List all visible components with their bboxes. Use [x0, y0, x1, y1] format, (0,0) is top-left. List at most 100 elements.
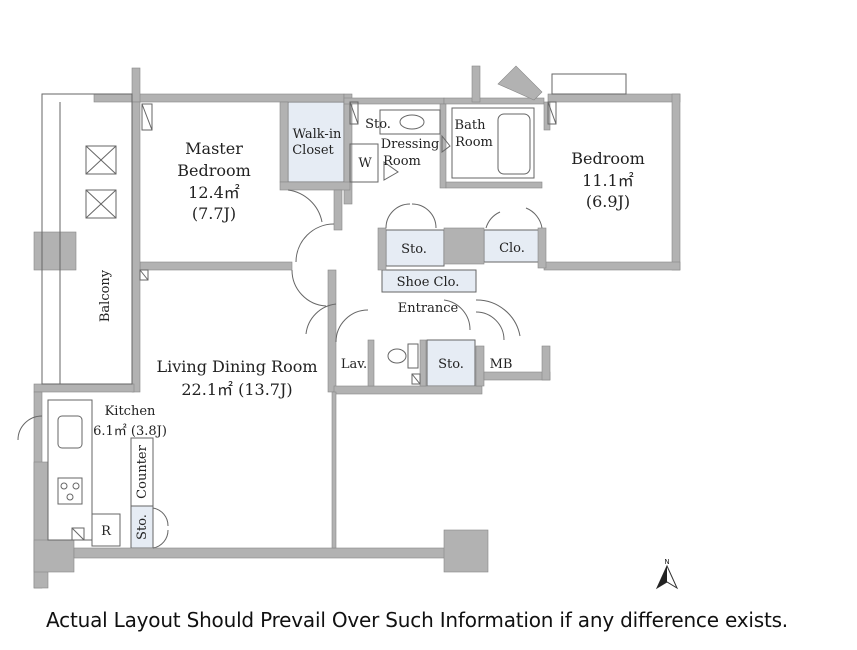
door-swing	[485, 211, 501, 229]
door-swing	[525, 207, 543, 229]
washbasin	[399, 114, 425, 130]
shaft-x	[139, 269, 149, 281]
walls	[33, 65, 681, 589]
counter-label: Counter	[135, 444, 150, 498]
shaft-x-line	[141, 103, 153, 131]
toilet-tank	[407, 343, 419, 369]
shaft-x-line	[139, 269, 149, 281]
wall	[541, 345, 551, 381]
ac-unit-line	[85, 189, 117, 219]
door-swing	[291, 269, 327, 307]
door-swing	[287, 189, 323, 223]
bedroom-label: Bedroom	[571, 149, 645, 168]
bedroom-tatami: (6.9J)	[586, 192, 630, 211]
balcony-outline	[41, 93, 133, 385]
burner	[66, 493, 74, 501]
washer-label: W	[358, 156, 372, 171]
door-swing	[475, 311, 505, 341]
disclaimer-text: Actual Layout Should Prevail Over Such I…	[46, 608, 788, 632]
door-marker	[383, 161, 399, 181]
toilet-bowl	[387, 348, 407, 364]
lavatory-label: Lav.	[341, 357, 367, 372]
door-swing	[152, 529, 169, 549]
kitchen-stove	[57, 477, 83, 505]
wall	[131, 101, 141, 393]
door-swing	[443, 299, 471, 331]
north-label: N	[664, 558, 669, 566]
door-swing	[17, 415, 43, 441]
fixtures	[17, 73, 627, 549]
wall	[443, 529, 489, 573]
north-arrow-icon: N	[655, 558, 679, 590]
shaft-x-line	[547, 101, 557, 125]
wall	[131, 67, 141, 103]
wall	[331, 391, 337, 549]
bedroom-area: 11.1㎡	[582, 171, 634, 190]
storage-hall-label: Sto.	[401, 242, 427, 257]
kitchen-counter-outline	[47, 399, 93, 541]
door-swing	[335, 309, 369, 343]
dressing-room-label: Dressing	[381, 137, 440, 152]
wall	[139, 261, 293, 271]
shaft-x	[547, 101, 557, 125]
wall	[333, 385, 483, 395]
bathtub-inner	[497, 113, 531, 175]
wall	[483, 371, 551, 381]
shoe-closet-fill	[381, 269, 477, 293]
wall	[439, 103, 447, 189]
wall	[343, 93, 353, 205]
master-bedroom-label: Master	[185, 139, 243, 158]
refrigerator-label: R	[101, 524, 112, 539]
master-bedroom-area: 12.4㎡	[188, 183, 240, 202]
kitchen-label: Kitchen	[105, 404, 156, 419]
wall	[33, 539, 75, 573]
shaft-x-line	[349, 101, 359, 125]
fridge-box	[91, 513, 121, 547]
sto-hall-fill	[385, 229, 445, 267]
mb-label: MB	[490, 357, 513, 372]
ac-unit	[85, 189, 117, 219]
master-bedroom-label: Bedroom	[177, 161, 251, 180]
burner	[72, 482, 80, 490]
walk-in-closet-label: Closet	[292, 143, 334, 158]
wall	[443, 97, 545, 105]
wall	[327, 269, 337, 393]
ac-unit	[85, 145, 117, 175]
storage-kitchen-label: Sto.	[135, 514, 150, 540]
master-bedroom-tatami: (7.7J)	[192, 204, 236, 223]
burner	[60, 482, 68, 490]
wall	[443, 227, 485, 265]
storage-top-label: Sto.	[365, 117, 391, 132]
ac-unit-line	[85, 145, 117, 175]
bath-room-label: Bath	[455, 118, 487, 133]
washer-box	[349, 143, 379, 183]
vanity	[379, 109, 441, 135]
bay-window	[551, 73, 627, 95]
kitchen-sink	[57, 415, 83, 449]
shaft-x	[411, 373, 421, 385]
door-swing	[475, 299, 521, 337]
walk-in-closet-fill	[287, 101, 345, 183]
wall	[475, 345, 485, 387]
counter-outline	[130, 437, 154, 507]
wall	[343, 97, 445, 105]
shaft-x	[349, 101, 359, 125]
door-swing	[295, 223, 335, 263]
wall	[73, 547, 447, 559]
wall	[333, 189, 343, 231]
door-swing	[305, 303, 337, 335]
wall	[279, 101, 289, 183]
shaft-x	[71, 527, 85, 541]
door-swing	[152, 507, 169, 527]
walk-in-closet-label: Walk-in	[293, 127, 342, 142]
door-swing	[411, 203, 437, 229]
wall	[547, 93, 681, 103]
wall	[33, 383, 135, 393]
shaft-x	[141, 103, 153, 131]
closet-label: Clo.	[499, 241, 525, 256]
storage-entrance-label: Sto.	[438, 357, 464, 372]
door-marker	[441, 134, 451, 153]
kitchen-area: 6.1㎡ (3.8J)	[93, 424, 167, 439]
shoe-closet-label: Shoe Clo.	[397, 275, 460, 290]
bathtub	[451, 107, 535, 179]
